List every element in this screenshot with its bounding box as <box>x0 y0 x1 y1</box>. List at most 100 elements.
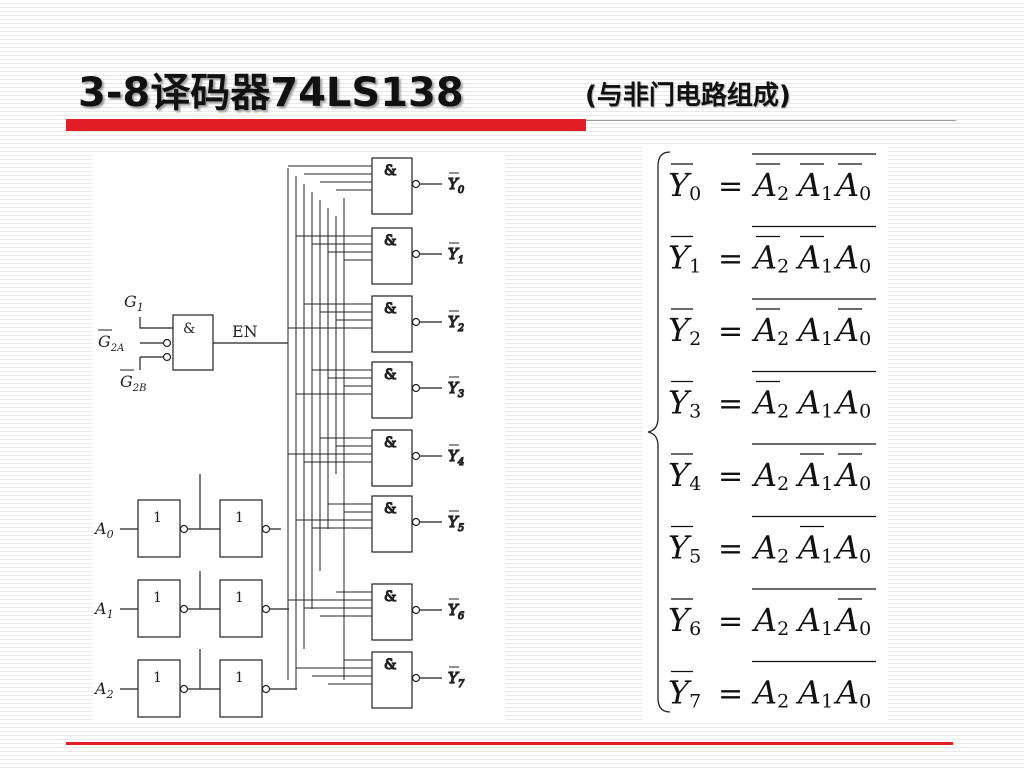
enable-input-g2a-letter: G <box>98 332 111 351</box>
equation-variable: A1 <box>795 239 833 278</box>
equation-variable: A0 <box>833 384 871 423</box>
equation-variable: A1 <box>795 456 833 495</box>
equation-lhs: Y0 <box>668 166 701 205</box>
equation-equals: = <box>718 314 743 349</box>
equation-variable: A0 <box>833 239 871 278</box>
nand-gate-4: & Y4 <box>371 429 465 487</box>
enable-label: EN <box>232 322 258 341</box>
output-label-y4: Y4 <box>448 447 464 468</box>
equation-panel <box>643 147 888 722</box>
equation-variable: A1 <box>795 674 833 713</box>
equation-equals: = <box>718 387 743 422</box>
output-label-y6: Y6 <box>448 601 465 622</box>
inverter-chain-a2: 1 1 <box>120 649 297 718</box>
inverter-symbol: 1 <box>235 590 244 606</box>
equation-variable: A1 <box>795 166 833 205</box>
enable-labels: G1 G2A G2B EN <box>98 292 258 394</box>
equation-lhs: Y3 <box>668 384 701 423</box>
equation-variable: A2 <box>751 601 789 640</box>
output-label-y2: Y2 <box>448 313 464 334</box>
equation-variable: A0 <box>833 674 871 713</box>
address-input-a0-letter: A <box>93 519 107 538</box>
nand-gate-symbol: & <box>384 657 396 673</box>
address-input-a1-letter: A <box>93 599 107 618</box>
nand-gate-symbol: & <box>384 163 396 179</box>
equation-lhs: Y1 <box>668 239 701 278</box>
enable-input-g2b-letter: G <box>120 372 133 391</box>
address-input-a0-subscript: 0 <box>107 528 114 541</box>
nand-gate-2: & Y2 <box>371 295 465 353</box>
enable-input-g2b-subscript: 2B <box>132 383 147 394</box>
output-label-y7: Y7 <box>448 669 465 690</box>
nand-gate-1: & Y1 <box>371 227 465 285</box>
svg-text:A0: A0 <box>93 519 114 541</box>
equation-variable: A0 <box>833 456 871 495</box>
equation-lhs: Y5 <box>668 529 701 568</box>
address-labels: A0 A1 A2 <box>93 519 114 701</box>
equation-equals: = <box>718 169 743 204</box>
equation-brace <box>647 151 671 713</box>
inverter-chain-a0: 1 1 <box>120 474 281 558</box>
equation-variable: A1 <box>795 601 833 640</box>
nand-gate-symbol: & <box>384 435 396 451</box>
equation-lhs: Y7 <box>668 674 701 713</box>
svg-text:A2: A2 <box>93 679 114 701</box>
equation-equals: = <box>718 459 743 494</box>
nand-gate-6: & Y6 <box>371 583 466 641</box>
address-input-a1-subscript: 1 <box>107 608 114 621</box>
nand-gate-symbol: & <box>384 501 396 517</box>
equation-variable: A2 <box>751 384 789 423</box>
enable-input-g1-subscript: 1 <box>137 301 144 314</box>
svg-text:G2A: G2A <box>98 332 124 354</box>
equation-variable: A2 <box>751 311 789 350</box>
equation-variable: A0 <box>833 311 871 350</box>
equation-variable: A0 <box>833 529 871 568</box>
enable-overbars <box>98 329 134 371</box>
slide-subtitle: (与非门电路组成) <box>585 81 791 111</box>
inverter-symbol: 1 <box>153 590 162 606</box>
output-label-y1: Y1 <box>448 245 464 266</box>
footer-rule-red <box>66 742 953 745</box>
output-label-y0: Y0 <box>448 175 465 196</box>
nand-gate-symbol: & <box>384 301 396 317</box>
svg-text:G2B: G2B <box>120 372 147 394</box>
inverter-symbol: 1 <box>235 670 244 686</box>
equation-variable: A2 <box>751 166 789 205</box>
nand-gate-symbol: & <box>384 367 396 383</box>
address-input-a2-subscript: 2 <box>106 688 114 701</box>
equation-variable: A2 <box>751 674 789 713</box>
enable-input-g1-letter: G <box>124 292 137 311</box>
equation-variable: A1 <box>795 311 833 350</box>
inverter-symbol: 1 <box>153 510 162 526</box>
equation-equals: = <box>718 677 743 712</box>
nand-gate-0: & Y0 <box>371 157 466 215</box>
svg-text:A1: A1 <box>93 599 114 621</box>
title-underline-red <box>66 119 586 131</box>
equation-variable: A2 <box>751 529 789 568</box>
equation-lhs: Y6 <box>668 601 701 640</box>
equation-lhs: Y2 <box>668 311 701 350</box>
equation-lhs: Y4 <box>668 456 701 495</box>
enable-input-g2a-subscript: 2A <box>110 343 125 354</box>
nand-gate-symbol: & <box>384 589 396 605</box>
equation-variable: A2 <box>751 456 789 495</box>
equation-variable: A1 <box>795 529 833 568</box>
nand-gate-5: & Y5 <box>371 495 465 553</box>
nand-gate-symbol: & <box>384 233 396 249</box>
enable-gate-symbol: & <box>183 321 195 337</box>
output-label-y5: Y5 <box>448 513 464 534</box>
svg-text:G1: G1 <box>124 292 144 314</box>
equation-equals: = <box>718 604 743 639</box>
output-label-y3: Y3 <box>448 379 464 400</box>
nand-gate-7: & Y7 <box>371 651 466 709</box>
equation-variable: A0 <box>833 166 871 205</box>
